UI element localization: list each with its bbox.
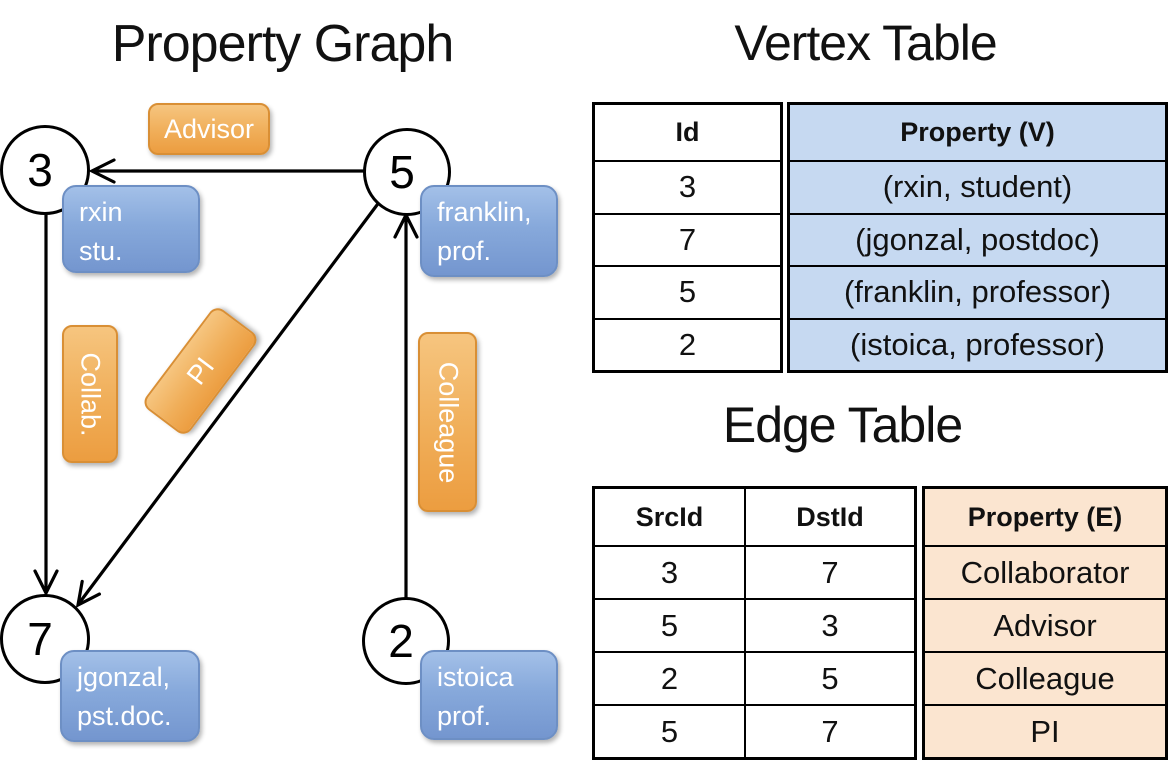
vertex-table-cell-id: 5 [595,265,780,318]
edge-label-advisor-text: Advisor [163,113,255,144]
vertex-table-cell-id: 3 [595,160,780,213]
edge-table-cell-property: Colleague [925,651,1165,704]
edge-table-cell-srcid: 5 [595,598,744,651]
property-graph-title: Property Graph [111,15,455,73]
edge-table-property-column: Property (E) Collaborator Advisor Collea… [922,486,1168,760]
vertex-table-cell-property: (jgonzal, postdoc) [790,212,1165,266]
edge-table-cell-srcid: 2 [595,651,744,704]
edge-label-colleague-text: Colleague [433,361,463,483]
vertex-node-3-id: 3 [27,144,53,196]
vertex-property-box-jgonzal: jgonzal, pst.doc. [60,650,200,742]
edge-table-cell-srcid: 3 [595,545,744,598]
edge-table-cell-property: PI [925,704,1165,757]
vertex-node-7-id: 7 [27,613,53,665]
edge-label-collab-text: Collab. [75,351,106,437]
edge-table-id-columns: SrcId DstId 3 7 5 3 2 5 5 7 [592,486,917,760]
vertex-table-cell-property: (rxin, student) [790,160,1165,213]
advisor-edge-arrowhead [88,158,116,184]
pi-edge-arrowhead [75,579,101,608]
edge-table-header-dstid: DstId [744,489,914,545]
vertex-property-box-franklin: franklin, prof. [420,185,558,277]
edge-table-title: Edge Table [722,397,963,453]
edge-table-cell-property: Advisor [925,598,1165,651]
vertex-property-box-rxin: rxin stu. [62,185,200,273]
vertex-property-line: pst.doc. [77,701,172,732]
vertex-table-header-id: Id [675,117,700,147]
vertex-property-line: prof. [437,236,492,267]
edge-table-header-srcid: SrcId [635,501,704,532]
vertex-table-cell-property: (istoica, professor) [790,317,1165,371]
vertex-table-title: Vertex Table [734,15,997,71]
edge-table-cell-property: Collaborator [925,545,1165,598]
edge-label-collab: Collab. [62,325,118,463]
vertex-table-header-property: Property (V) [900,117,1055,147]
vertex-table-cell-id: 7 [595,212,780,266]
vertex-property-line: jgonzal, [77,662,171,692]
vertex-table-property-column: Property (V) (rxin, student) (jgonzal, p… [787,102,1168,373]
edge-table-cell-dstid: 7 [744,704,914,757]
vertex-property-box-istoica: istoica prof. [420,650,558,740]
edge-table-header-property: Property (E) [967,501,1123,532]
pi-edge-line [78,203,379,604]
vertex-node-2-id: 2 [388,615,414,667]
edge-label-pi-text: PI [180,351,220,390]
vertex-property-line: prof. [437,701,492,732]
vertex-property-line: istoica [437,662,514,692]
vertex-table-id-column: Id 3 7 5 2 [592,102,783,373]
vertex-property-line: rxin [79,197,123,227]
vertex-property-line: franklin, [437,197,532,227]
vertex-node-3: 3 [0,125,90,215]
edge-table-cell-srcid: 5 [595,704,744,757]
edge-table-cell-dstid: 5 [744,651,914,704]
vertex-node-5-id: 5 [389,146,415,198]
edge-table-cell-dstid: 7 [744,545,914,598]
edge-table-cell-dstid: 3 [744,598,914,651]
vertex-table-cell-id: 2 [595,317,780,371]
vertex-table-cell-property: (franklin, professor) [790,265,1165,318]
edge-label-colleague: Colleague [418,332,477,512]
edge-label-advisor: Advisor [148,103,270,155]
collab-edge-arrowhead [33,569,59,597]
vertex-property-line: stu. [79,236,123,267]
